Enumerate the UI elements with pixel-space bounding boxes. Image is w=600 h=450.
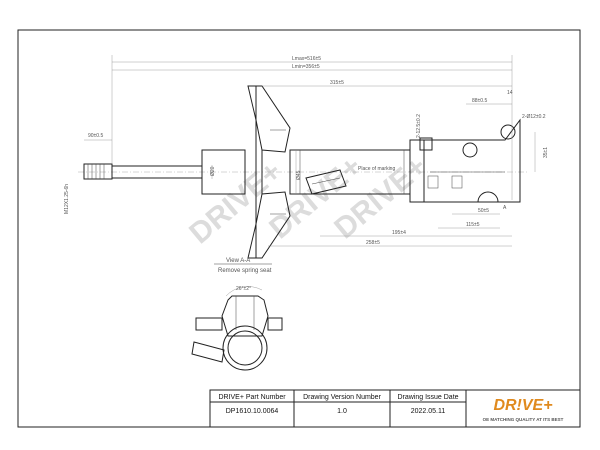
drawing-frame: [17, 29, 581, 428]
brand-tagline: OE MATCHING QUALITY AT ITS BEST: [483, 417, 564, 422]
dim-115: 115±5: [466, 222, 480, 228]
view-angle: 26°±2°: [236, 286, 251, 292]
dim-50: 50±5: [478, 208, 489, 214]
marking-note: Place of marking: [358, 166, 395, 172]
part-number-header: DRIVE+ Part Number: [218, 394, 286, 401]
part-number-value: DP1610.10.0064: [226, 408, 279, 415]
issue-date-value: 2022.05.11: [411, 408, 446, 415]
dim-lmax: Lmax=516±5: [292, 56, 321, 62]
dim-12-5: 2-12.5±0.2: [416, 114, 422, 138]
dim-14: 14: [507, 90, 513, 96]
lower-bracket: [409, 118, 521, 203]
version-header: Drawing Version Number: [303, 394, 381, 401]
dimension-lines: [84, 55, 536, 247]
view-a-a: View A-A Remove spring seat 26°±2°: [191, 258, 283, 371]
view-title: View A-A: [226, 258, 250, 264]
dim-315: 315±5: [330, 80, 344, 86]
dim-88: 88±0.5: [472, 98, 487, 104]
dim-258: 258±5: [366, 240, 380, 246]
dim-lmin: Lmin=356±5: [292, 64, 320, 70]
brand-logo: DR!VE+: [493, 397, 552, 414]
dim-d20: Ø20: [210, 166, 216, 176]
dim-35: 35±1: [543, 147, 549, 158]
dim-195: 195±4: [392, 230, 406, 236]
dim-d45: Ø45: [296, 170, 302, 180]
dim-12: 2-Ø12±0.2: [522, 114, 546, 120]
view-subtitle: Remove spring seat: [218, 268, 272, 274]
section-marker-a: A: [503, 205, 507, 211]
dim-thread: M12X1.25-6h: [64, 184, 70, 214]
issue-date-header: Drawing Issue Date: [397, 394, 458, 401]
title-block: DRIVE+ Part Number Drawing Version Numbe…: [209, 389, 581, 428]
dimension-labels: Lmax=516±5 Lmin=356±5 315±5 14 88±0.5 2-…: [64, 56, 549, 246]
version-value: 1.0: [337, 408, 347, 415]
marking-plate: [305, 169, 347, 195]
dim-90: 90±0.5: [88, 133, 103, 139]
